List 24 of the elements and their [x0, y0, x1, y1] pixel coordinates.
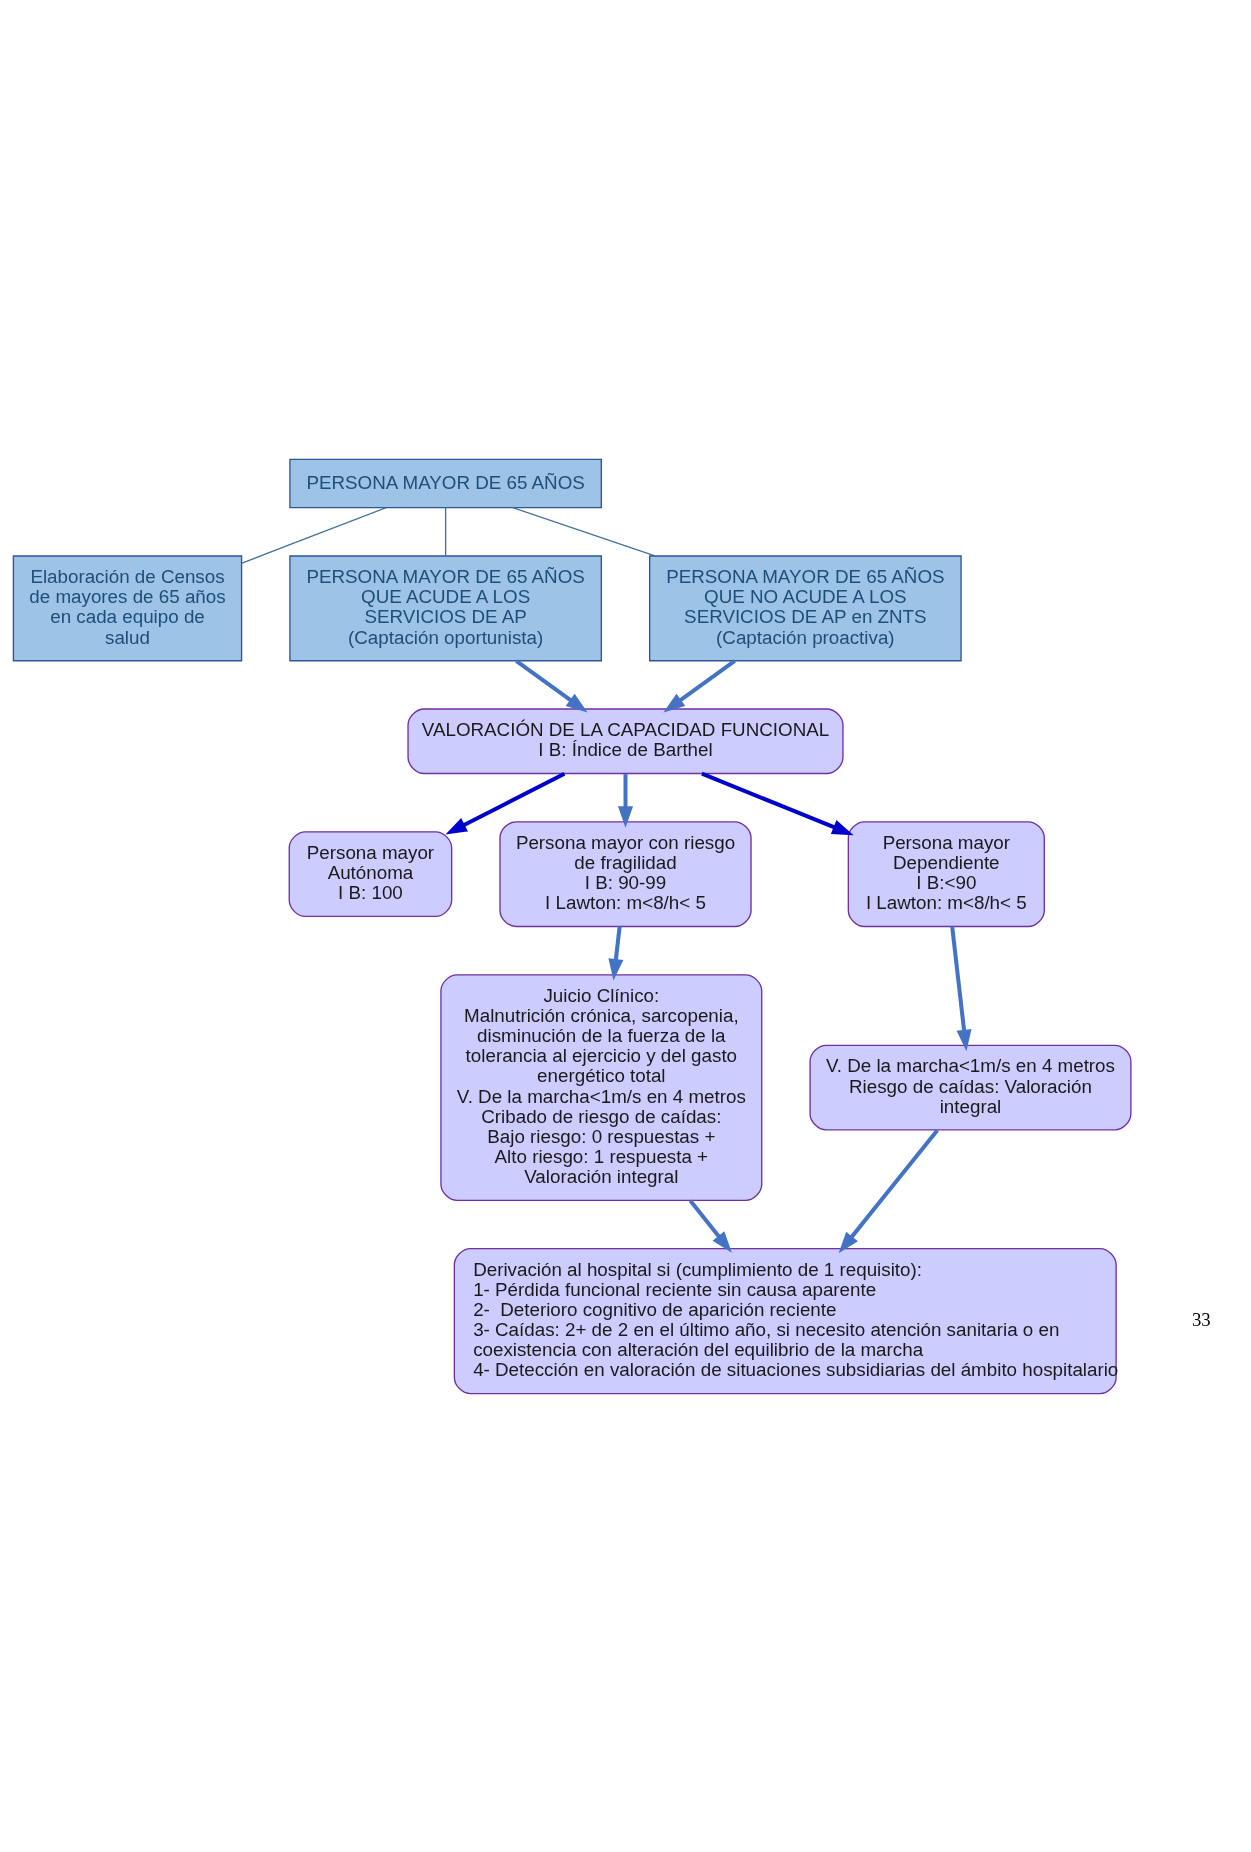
arrow: [617, 773, 634, 828]
node-box: Persona mayor con riesgo de fragilidad I B: 90-99 I Lawton: m<8/h< 5: [499, 820, 752, 927]
connector: [241, 506, 387, 564]
connector: [444, 506, 447, 556]
node-box: PERSONA MAYOR DE 65 AÑOS QUE ACUDE A LOS SERVICIOS DE AP (Captación oportunista): [289, 554, 602, 661]
arrow: [663, 658, 736, 712]
node-box: PERSONA MAYOR DE 65 AÑOS QUE NO ACUDE A LOS SERVICIOS DE AP en ZNTS (Captación proactiva): [649, 554, 962, 661]
node-box: Elaboración de Censos de mayores de 65 años en cada equipo de salud: [12, 554, 243, 661]
node-box: Juicio Clínico: Malnutrición crónica, sarcopenia, disminución de la fuerza de la tolerancia al ejercicio y del gasto energético total V. De la marcha<1m/s en 4 metros Cribado de riesgo de caídas: Bajo riesgo: 0 respuestas + Alto riesgo: 1 respuesta + Valoración integral: [440, 973, 763, 1201]
arrow: [950, 925, 972, 1051]
node-box: VALORACIÓN DE LA CAPACIDAD FUNCIONAL I B: Índice de Barthel: [407, 707, 844, 774]
arrow: [515, 658, 588, 712]
connector: [512, 506, 656, 557]
arrow: [608, 925, 624, 980]
node-box: Derivación al hospital si (cumplimiento de 1 requisito): 1- Pérdida funcional reciente sin causa aparente 2- Deterioro cognitivo de aparición reciente 3- Caídas: 2+ de 2 en el último año, si necesito atención sanitaria o en coexistencia con alteración del equilibrio de la marcha 4- Detección en valoración de situaciones subsidiarias del ámbito hospitalario: [453, 1247, 1117, 1394]
arrow: [445, 771, 566, 835]
arrow: [701, 771, 854, 835]
node-box: Persona mayor Dependiente I B:<90 I Lawton: m<8/h< 5: [847, 820, 1045, 927]
node-box: Persona mayor Autónoma I B: 100: [288, 830, 453, 917]
label: 33: [1191, 1308, 1211, 1330]
arrow: [838, 1128, 939, 1253]
arrow: [688, 1198, 732, 1253]
node-box: V. De la marcha<1m/s en 4 metros Riesgo de caídas: Valoración integral: [809, 1044, 1132, 1131]
node-box: PERSONA MAYOR DE 65 AÑOS: [289, 458, 602, 508]
